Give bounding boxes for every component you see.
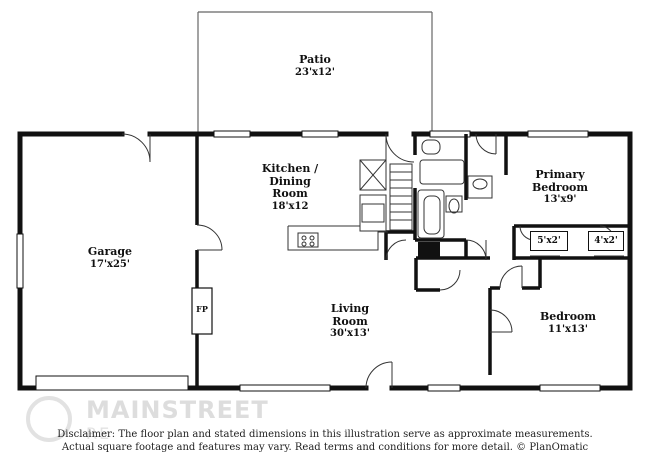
disclaimer-line2: Actual square footage and features may v… <box>61 442 589 453</box>
vanity <box>467 175 493 199</box>
patio-dims: 23'x12' <box>295 66 335 78</box>
patio-name: Patio <box>299 53 331 66</box>
patio-outline <box>197 11 433 133</box>
fireplace-box <box>191 287 213 335</box>
room-label-kitchen: Kitchen / Dining Room 18'x12 <box>250 162 330 212</box>
kitchen-dims: 18'x12 <box>271 200 309 212</box>
kitchen-name-line3: Room <box>272 187 308 201</box>
bathtub-side <box>417 189 445 239</box>
kitchen-name-line1: Kitchen / <box>261 162 319 175</box>
toilet <box>445 195 463 213</box>
kitchen-counters <box>287 159 388 251</box>
living-name-line1: Living <box>330 302 370 315</box>
primary-bedroom-name-line2: Bedroom <box>531 180 589 194</box>
room-label-living: Living Room 30'x13' <box>310 302 390 340</box>
closet-b-label: 4'x2' <box>588 231 624 251</box>
room-label-bedroom: Bedroom 11'x13' <box>528 310 608 335</box>
stairs <box>389 163 413 231</box>
living-dims: 30'x13' <box>330 328 370 340</box>
garage-dims: 17'x25' <box>90 258 130 270</box>
garage-name: Garage <box>87 245 133 258</box>
watermark-sub: RE <box>86 424 112 443</box>
water-heater <box>418 242 440 258</box>
disclaimer: Disclaimer: The floor plan and stated di… <box>0 428 650 454</box>
bathtub-top <box>419 159 465 185</box>
watermark-circle-icon <box>26 396 72 442</box>
watermark-logo: MAINSTREET RE <box>20 392 270 452</box>
closet-a-label: 5'x2' <box>530 231 568 251</box>
door-swings <box>121 133 615 389</box>
watermark-text: MAINSTREET <box>86 396 269 424</box>
windows <box>16 130 601 392</box>
range-stove <box>297 232 319 248</box>
refrigerator <box>359 159 387 191</box>
interior-walls <box>195 134 630 388</box>
kitchen-name-line2: Dining <box>269 174 311 188</box>
bathroom-fixtures <box>417 139 493 239</box>
primary-bedroom-name-line1: Primary <box>535 168 585 181</box>
living-name-line2: Room <box>332 314 368 328</box>
room-label-garage: Garage 17'x25' <box>70 245 150 270</box>
fireplace-label: FP <box>192 304 212 314</box>
room-label-primary-bedroom: Primary Bedroom 13'x9' <box>520 168 600 206</box>
exterior-walls <box>17 131 633 391</box>
bedroom-name: Bedroom <box>539 310 597 323</box>
bedroom-dims: 11'x13' <box>548 323 588 335</box>
disclaimer-line1: Disclaimer: The floor plan and stated di… <box>57 429 593 440</box>
room-label-patio: Patio 23'x12' <box>270 53 360 78</box>
toilet-top <box>421 139 441 155</box>
primary-bedroom-dims: 13'x9' <box>543 194 577 206</box>
fireplace-text: FP <box>196 304 208 314</box>
kitchen-sink <box>361 203 385 223</box>
